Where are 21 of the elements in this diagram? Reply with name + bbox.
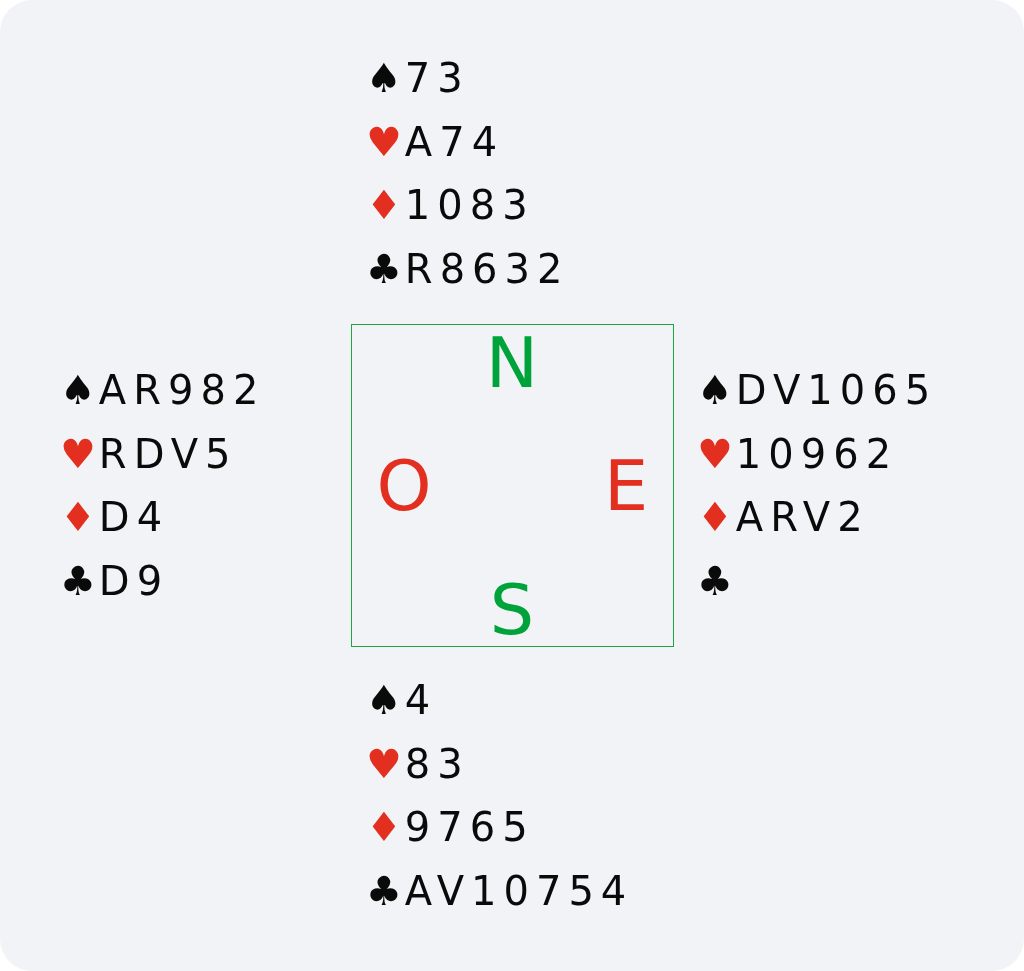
suit-holding: ♦1083 [366, 185, 535, 225]
suit-holding: ♦ARV2 [697, 497, 870, 537]
suit-holding: ♦9765 [366, 807, 535, 847]
suit-holding: ♠4 [366, 680, 438, 720]
seat-label: S [489, 575, 535, 645]
suit-holding: ♣R8632 [366, 248, 570, 289]
suit-holding: ♣D9 [60, 560, 170, 601]
suit-holding: ♠AR982 [60, 370, 266, 410]
seat-label: E [603, 451, 649, 521]
seat-label: O [376, 451, 432, 521]
suit-holding: ♦D4 [60, 497, 170, 537]
suit-holding: ♠73 [366, 58, 470, 98]
suit-holding: ♣ [697, 560, 736, 601]
suit-holding: ♠DV1065 [697, 370, 938, 410]
suit-holding: ♥A74 [366, 121, 505, 162]
suit-holding: ♥10962 [697, 433, 899, 474]
seat-label: N [485, 328, 539, 398]
compass-box [351, 324, 674, 647]
suit-holding: ♥RDV5 [60, 433, 238, 474]
suit-holding: ♥83 [366, 743, 470, 784]
suit-holding: ♣AV10754 [366, 870, 634, 911]
